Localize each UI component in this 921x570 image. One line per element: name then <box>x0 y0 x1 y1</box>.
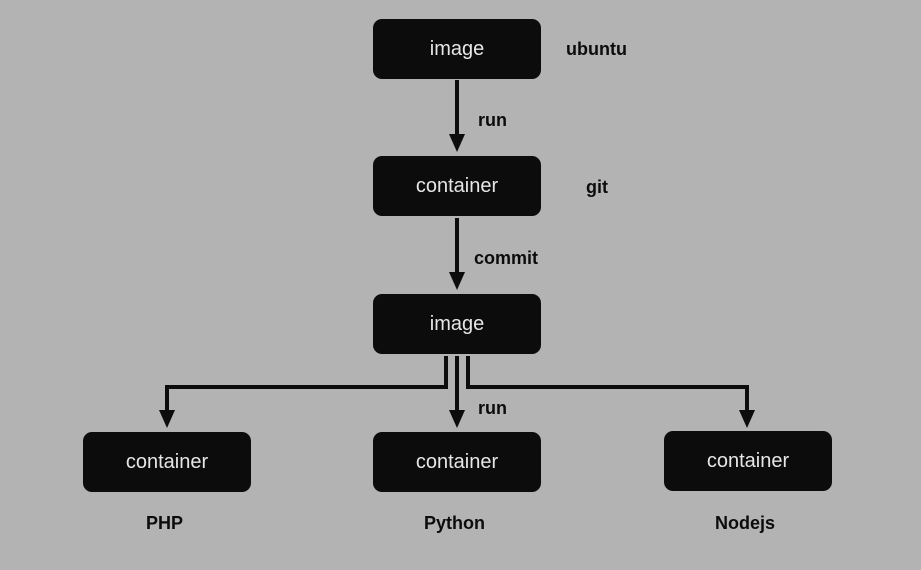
nodejs-container-node: container <box>664 431 832 491</box>
arrow-run-head <box>449 134 465 152</box>
git-container-node: container <box>373 156 541 216</box>
commit-edge-label: commit <box>474 248 539 268</box>
arrow-php-head <box>159 410 175 428</box>
committed-image-node: image <box>373 294 541 354</box>
run-second-edge-label: run <box>478 398 507 418</box>
python-label: Python <box>424 513 485 533</box>
arrow-commit-head <box>449 272 465 290</box>
python-container-node: container <box>373 432 541 492</box>
php-container-node: container <box>83 432 251 492</box>
run-edge-label: run <box>478 110 507 130</box>
nodejs-label: Nodejs <box>715 513 776 533</box>
ubuntu-label: ubuntu <box>566 39 627 59</box>
arrow-nodejs-shaft <box>466 356 749 412</box>
arrow-nodejs-head <box>739 410 755 428</box>
php-label: PHP <box>146 513 184 533</box>
git-label: git <box>586 177 608 197</box>
arrow-php-shaft <box>165 356 448 412</box>
base-image-node: image <box>373 19 541 79</box>
arrow-python-head <box>449 410 465 428</box>
